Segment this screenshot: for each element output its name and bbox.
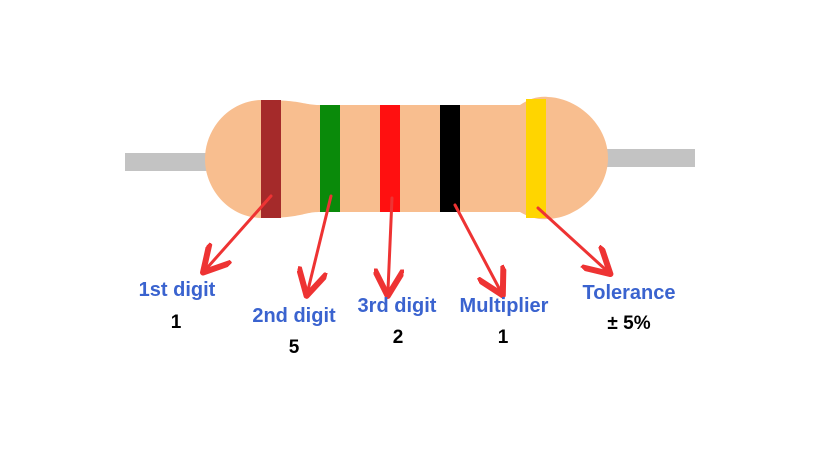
color-bands [261, 99, 546, 218]
label-3rd-digit: 3rd digit [357, 295, 437, 317]
band-green [320, 105, 340, 212]
pointer-arrows [207, 194, 606, 290]
arrow-tolerance [536, 206, 606, 270]
label-2nd-digit: 2nd digit [252, 305, 336, 327]
label-multiplier: Multiplier [459, 295, 549, 317]
left-lead [125, 153, 210, 171]
arrow-multiplier [453, 203, 500, 290]
band-brown [261, 100, 281, 218]
value-1st-digit: 1 [170, 312, 182, 333]
value-multiplier: 1 [497, 327, 509, 348]
label-1st-digit: 1st digit [138, 279, 216, 301]
arrow-3rd-digit [388, 196, 392, 290]
right-lead [600, 149, 695, 167]
band-gold [526, 99, 546, 218]
arrow-2nd-digit [308, 194, 333, 290]
band-black [440, 105, 460, 212]
label-tolerance: Tolerance [582, 282, 676, 304]
resistor-body [205, 96, 608, 220]
value-tolerance: ± 5% [607, 313, 651, 334]
arrow-1st-digit [207, 194, 273, 268]
band-red [380, 105, 400, 212]
value-3rd-digit: 2 [392, 327, 404, 348]
value-2nd-digit: 5 [288, 337, 300, 358]
